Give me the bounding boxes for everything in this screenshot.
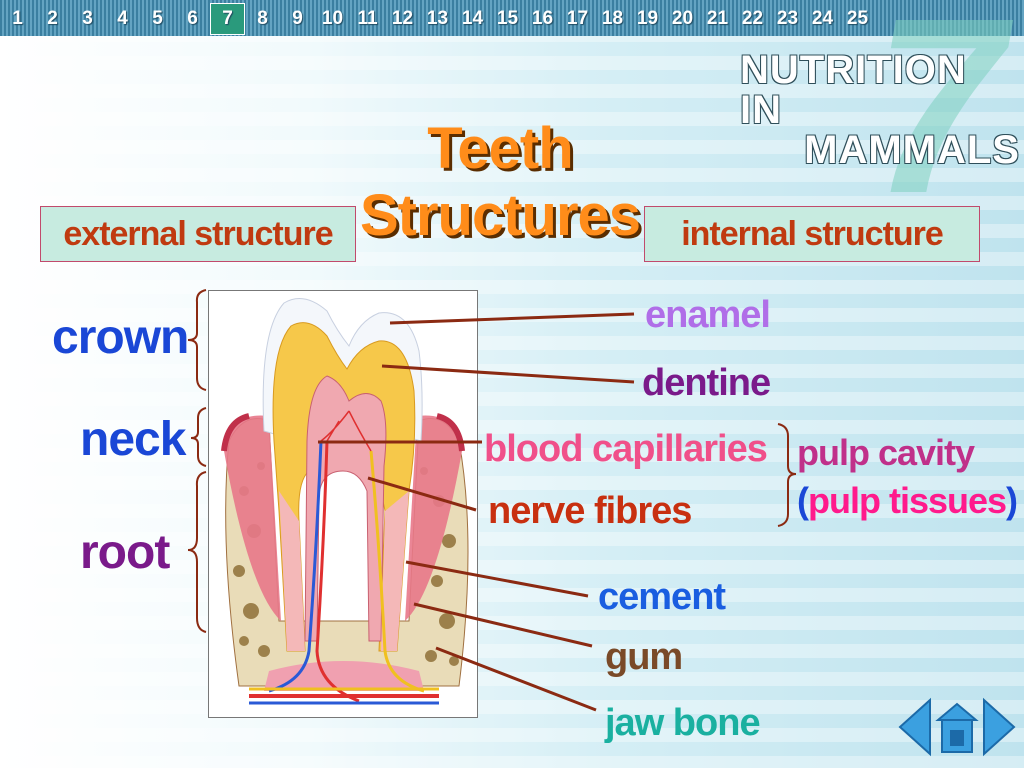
slide-number-12[interactable]: 12: [391, 8, 414, 29]
slide-number-4[interactable]: 4: [117, 8, 128, 29]
internal-structure-box: internal structure: [644, 206, 980, 262]
slide-number-16[interactable]: 16: [531, 8, 554, 29]
slide-number-5[interactable]: 5: [152, 8, 163, 29]
jaw-bone-label: jaw bone: [605, 702, 761, 744]
slide-number-3[interactable]: 3: [82, 8, 93, 29]
chapter-title-line1: NUTRITION IN: [740, 48, 967, 132]
slide-number-20[interactable]: 20: [671, 8, 694, 29]
pulp-brace: [777, 423, 797, 527]
crown-label: crown: [52, 311, 189, 364]
slide-number-25[interactable]: 25: [846, 8, 869, 29]
slide-number-15[interactable]: 15: [496, 8, 519, 29]
tooth-cross-section-illustration: [221, 298, 469, 705]
slide-title: Teeth Structures: [359, 116, 641, 248]
pulp-tissues-open-paren: (: [797, 480, 809, 521]
slide-number-9[interactable]: 9: [292, 8, 303, 29]
enamel-label: enamel: [645, 294, 771, 336]
next-arrow-icon[interactable]: [983, 697, 1016, 757]
chapter-title: NUTRITION IN MAMMALS: [740, 50, 1020, 170]
root-label: root: [80, 526, 170, 579]
slide-number-13[interactable]: 13: [426, 8, 449, 29]
nerve-fibres-label: nerve fibres: [488, 490, 692, 532]
neck-brace: [190, 407, 207, 467]
pulp-tissues-label: pulp tissues: [808, 480, 1007, 521]
tooth-diagram: [208, 290, 478, 718]
slide-number-2[interactable]: 2: [47, 8, 58, 29]
chapter-title-line2: MAMMALS: [804, 128, 1020, 172]
gum-label: gum: [605, 636, 683, 678]
previous-arrow-icon[interactable]: [898, 697, 931, 757]
pulp-tissues-line: (pulp tissues): [797, 480, 1018, 522]
slide-number-6[interactable]: 6: [187, 8, 198, 29]
home-icon[interactable]: [935, 702, 979, 753]
pulp-cavity-label: pulp cavity: [797, 432, 975, 473]
slide-number-19[interactable]: 19: [636, 8, 659, 29]
slide-number-1[interactable]: 1: [12, 8, 23, 29]
pulp-tissues-close-paren: ): [1006, 480, 1018, 521]
slide-number-14[interactable]: 14: [461, 8, 484, 29]
external-structure-box: external structure: [40, 206, 356, 262]
slide-number-8[interactable]: 8: [257, 8, 268, 29]
slide-number-11[interactable]: 11: [357, 8, 378, 29]
slide-number-7[interactable]: 7: [210, 3, 245, 35]
dentine-label: dentine: [642, 362, 771, 404]
cement-label: cement: [598, 576, 726, 618]
slide-number-24[interactable]: 24: [811, 8, 834, 29]
slide-number-10[interactable]: 10: [321, 8, 344, 29]
slide-number-18[interactable]: 18: [601, 8, 624, 29]
slide-number-23[interactable]: 23: [776, 8, 799, 29]
slide-navigation: [898, 697, 1016, 757]
root-brace: [187, 471, 207, 633]
slide-number-21[interactable]: 21: [706, 8, 729, 29]
slide-number-22[interactable]: 22: [741, 8, 764, 29]
blood-capillaries-label: blood capillaries: [484, 428, 768, 470]
neck-label: neck: [80, 413, 186, 466]
slide-number-17[interactable]: 17: [566, 8, 589, 29]
crown-brace: [187, 289, 207, 391]
